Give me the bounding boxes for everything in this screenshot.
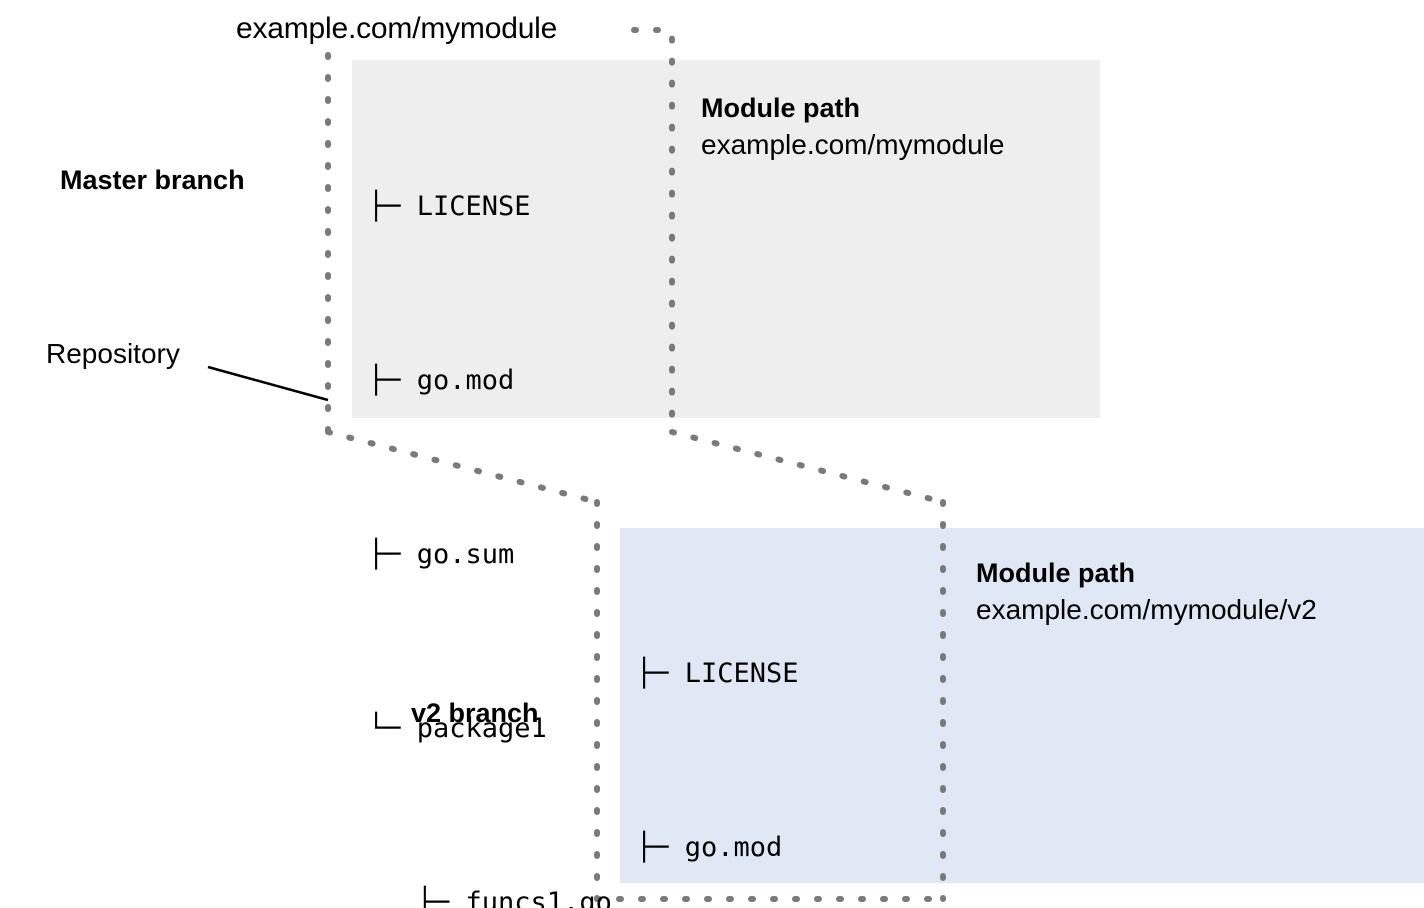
v2-branch-panel (620, 528, 1424, 883)
master-branch-panel (352, 60, 1100, 418)
module-path-title: Module path (701, 93, 860, 123)
tree-row: ├─ go.mod (368, 365, 515, 396)
tree-row: ├─ go.mod (636, 832, 783, 863)
module-path-title: Module path (976, 558, 1135, 588)
repository-label: Repository (46, 338, 180, 369)
repository-url-label: example.com/mymodule (236, 12, 558, 45)
v2-module-path-callout: Module path example.com/mymodule/v2 (976, 555, 1317, 629)
tree-row: ├─ LICENSE (636, 658, 799, 689)
tree-row: ├─ go.sum (368, 539, 515, 570)
module-path-value: example.com/mymodule/v2 (976, 594, 1317, 625)
repository-boundary-diagonal-right (669, 429, 946, 505)
master-branch-file-tree: ├─ LICENSE ├─ go.mod ├─ go.sum └─ packag… (368, 62, 612, 908)
master-branch-label: Master branch (60, 165, 245, 195)
v2-branch-file-tree: ├─ LICENSE ├─ go.mod ├─ go.sum └─ packag… (636, 529, 880, 908)
module-path-value: example.com/mymodule (701, 129, 1005, 160)
tree-row: └─ package1 (368, 713, 547, 744)
master-module-path-callout: Module path example.com/mymodule (701, 90, 1004, 164)
repository-leader-line (207, 365, 329, 402)
v2-branch-label: v2 branch (411, 698, 539, 728)
tree-row: ├─ LICENSE (368, 191, 531, 222)
tree-row: ├─ funcs1.go (368, 887, 612, 908)
